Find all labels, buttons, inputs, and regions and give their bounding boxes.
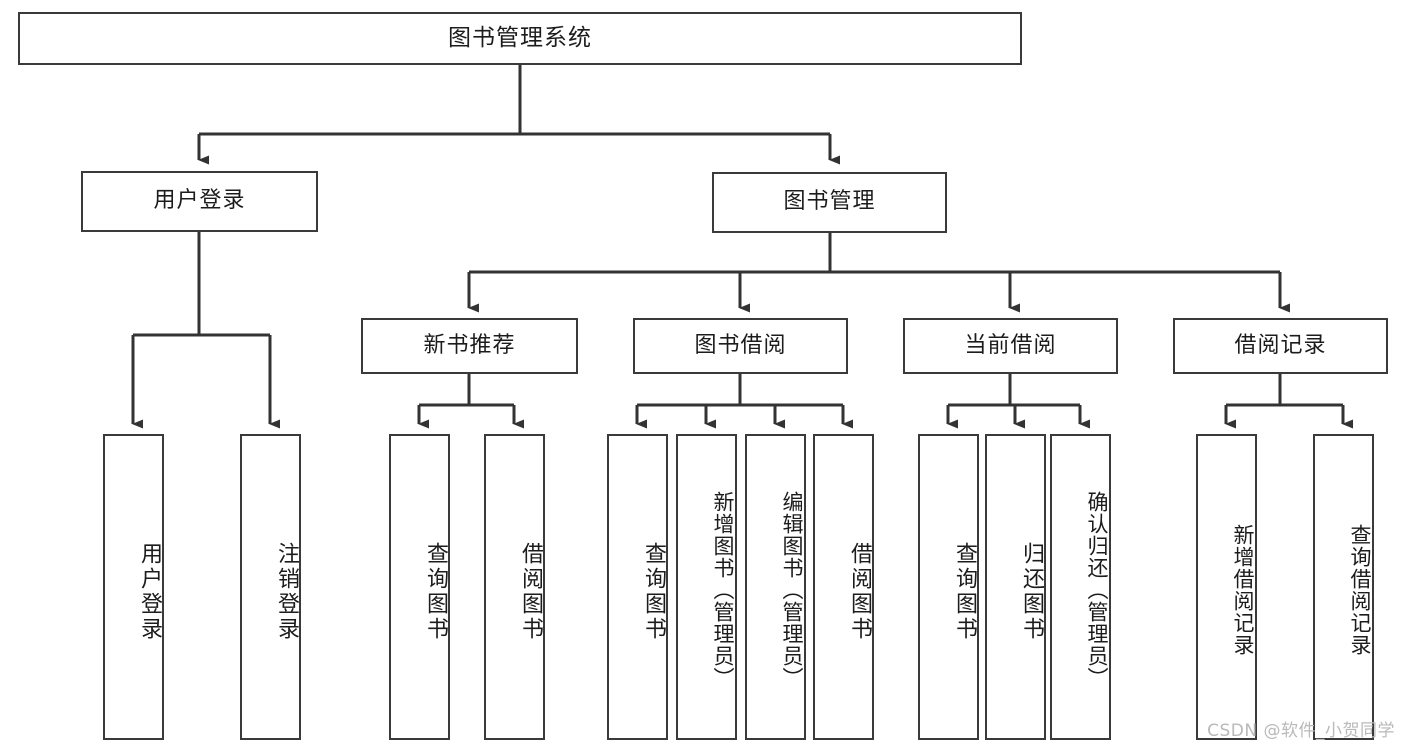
leaf-borrow-edit-book-admin[interactable]: 编辑图书（管理员） [745,434,806,740]
node-book-management[interactable]: 图书管理 [712,172,947,233]
node-label: 当前借阅 [964,332,1057,358]
node-label: 用户登录 [153,188,246,214]
node-label: 图书管理 [783,189,876,215]
node-new-book-recommendation[interactable]: 新书推荐 [361,318,578,374]
node-label: 确认归还（管理员） [1085,491,1109,689]
node-user-login[interactable]: 用户登录 [81,171,318,232]
leaf-current-confirm-return-admin[interactable]: 确认归还（管理员） [1050,434,1111,740]
node-label: 借阅记录 [1234,332,1327,358]
node-label: 查询图书 [423,542,448,642]
node-label: 查询借阅记录 [1348,524,1372,656]
node-label: 借阅图书 [847,542,872,642]
node-label: 新增图书（管理员） [711,491,735,689]
leaf-recommend-borrow-book[interactable]: 借阅图书 [484,434,545,740]
leaf-recommend-query-book[interactable]: 查询图书 [389,434,450,740]
leaf-logout[interactable]: 注销登录 [240,434,301,740]
node-label: 查询图书 [952,542,977,642]
node-label: 注销登录 [274,542,299,642]
node-label: 图书管理系统 [448,24,592,51]
node-label: 编辑图书（管理员） [780,491,804,689]
leaf-borrow-query-book[interactable]: 查询图书 [607,434,668,740]
leaf-current-query-book[interactable]: 查询图书 [918,434,979,740]
node-label: 查询图书 [641,542,666,642]
leaf-record-query[interactable]: 查询借阅记录 [1313,434,1374,740]
leaf-user-login[interactable]: 用户登录 [103,434,164,740]
node-label: 新书推荐 [423,332,516,358]
node-label: 新增借阅记录 [1231,524,1255,656]
node-root-book-management-system[interactable]: 图书管理系统 [18,12,1022,65]
node-current-borrowing[interactable]: 当前借阅 [903,318,1118,374]
csdn-watermark: CSDN @软件_小贺同学 [1207,721,1395,741]
node-label: 图书借阅 [694,332,787,358]
leaf-current-return-book[interactable]: 归还图书 [985,434,1046,740]
node-borrowing-record[interactable]: 借阅记录 [1173,318,1388,374]
node-label: 借阅图书 [518,542,543,642]
node-label: 用户登录 [137,542,162,642]
leaf-borrow-add-book-admin[interactable]: 新增图书（管理员） [676,434,737,740]
leaf-record-add[interactable]: 新增借阅记录 [1196,434,1257,740]
node-label: 归还图书 [1019,542,1044,642]
leaf-borrow-borrow-book[interactable]: 借阅图书 [813,434,874,740]
node-book-borrowing[interactable]: 图书借阅 [633,318,848,374]
